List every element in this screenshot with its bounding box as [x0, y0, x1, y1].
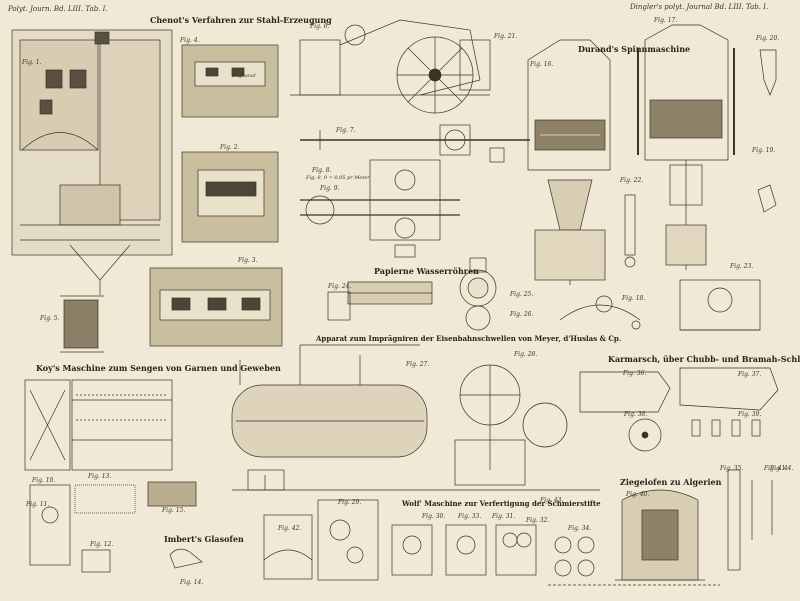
fig-label: Fig. 16.	[530, 61, 554, 68]
fig-label: Fig. 32.	[526, 517, 550, 524]
fig-label: Fig. 22.	[620, 177, 644, 184]
fig-label: Fig. 37.	[738, 371, 762, 378]
title-imbert: Imbert's Glasofen	[164, 534, 244, 544]
fig-label: Fig. 1.	[22, 59, 42, 66]
durand-spinning-machine	[527, 24, 735, 285]
chenot-figs-2-3-4	[149, 44, 283, 347]
fig-label: Fig. 13.	[88, 473, 112, 480]
fig-label: Fig. 3.	[238, 257, 258, 264]
scale-note: Fig. 8, 9 = 0,05 pr Meter	[306, 175, 370, 181]
fig-label: Fig. 42.	[278, 525, 302, 532]
fig4-label: Zugkanal	[232, 73, 256, 79]
fig-label: Fig. 36.	[623, 370, 647, 377]
fig-label: Fig. 8.	[312, 167, 332, 174]
fig-label: Fig. 28.	[514, 351, 538, 358]
fig-label: Fig. 29.	[338, 499, 362, 506]
fig-label: Fig. 38.	[624, 411, 648, 418]
title-apparat: Apparat zum Imprägniren der Eisenbahnsch…	[316, 334, 622, 343]
fig-label: Fig. 9.	[320, 185, 340, 192]
fig-label: Fig. 40.	[626, 491, 650, 498]
fig-label: Fig. 12.	[90, 541, 114, 548]
fig-label: Fig. 14.	[180, 579, 204, 586]
fig-label: Fig. 24.	[328, 283, 352, 290]
brick-kiln-figs	[548, 469, 773, 586]
fig-label: Fig. 27.	[406, 361, 430, 368]
shaft-fig7	[300, 124, 530, 163]
plate-header-right: Dingler's polyt. Journal Bd. LIII. Tab. …	[630, 3, 769, 11]
fig-label: Fig. 18.	[622, 295, 646, 302]
fig-label: Fig. 6.	[310, 23, 330, 30]
fig-label: Fig. 33.	[458, 513, 482, 520]
fig-label: Fig. 5.	[40, 315, 60, 322]
fig-label: Fig. 26.	[510, 311, 534, 318]
fig-label: Fig. 21.	[494, 33, 518, 40]
wolf-and-imbert	[263, 499, 595, 581]
title-chenot: Chenot's Verfahren zur Stahl-Erzeugung	[150, 15, 332, 25]
title-wasserroehren: Papierne Wasserröhren	[374, 266, 479, 276]
fig-label: Fig. 25.	[510, 291, 534, 298]
fig-label: Fig. 34.	[568, 525, 592, 532]
fig-label: Fig. 39.	[738, 411, 762, 418]
title-ziegelofen: Ziegelofen zu Algerien	[620, 477, 722, 487]
fig-label: Fig. 7.	[336, 127, 356, 134]
fig-label: Fig. 11.	[26, 501, 50, 508]
fig-label: Fig. 19.	[752, 147, 776, 154]
fig-label: Fig. 35.	[720, 465, 744, 472]
impregnation-apparatus	[231, 344, 600, 491]
fig-label: Fig. 44.	[770, 465, 794, 472]
mechanism-fig8-9	[300, 159, 460, 258]
fig-label: Fig. 31.	[492, 513, 516, 520]
fig-label: Fig. 20.	[756, 35, 780, 42]
fig-label: Fig. 4.	[180, 37, 200, 44]
fig-label: Fig. 23.	[730, 263, 754, 270]
right-small-figs	[559, 49, 777, 331]
koy-singeing-machine	[24, 379, 203, 573]
engine-fig6	[290, 19, 491, 114]
title-wolf: Wolf' Maschine zur Verfertigung der Schm…	[402, 499, 601, 508]
title-koy: Koy's Maschine zum Sengen von Garnen und…	[36, 363, 281, 373]
plate-header-left: Polyt. Journ. Bd. LIII. Tab. I.	[8, 5, 108, 13]
fig-label: Fig. 43.	[540, 497, 564, 504]
fig-label: Fig. 15.	[162, 507, 186, 514]
chenot-furnace-fig1	[11, 29, 173, 295]
title-karmarsch: Karmarsch, über Chubb- und Bramah-Schlös…	[608, 354, 800, 364]
karmarsch-locks	[579, 367, 779, 452]
fig-label: Fig. 17.	[654, 17, 678, 24]
fig-label: Fig. 30.	[422, 513, 446, 520]
title-durand: Durand's Spinnmaschine	[578, 44, 691, 54]
water-pipes-figs	[327, 257, 497, 331]
fig-label: Fig. 41.	[764, 465, 788, 472]
fig-label: Fig. 2.	[220, 144, 240, 151]
chenot-fig5	[60, 295, 104, 353]
fig-label: Fig. 10.	[32, 477, 56, 484]
